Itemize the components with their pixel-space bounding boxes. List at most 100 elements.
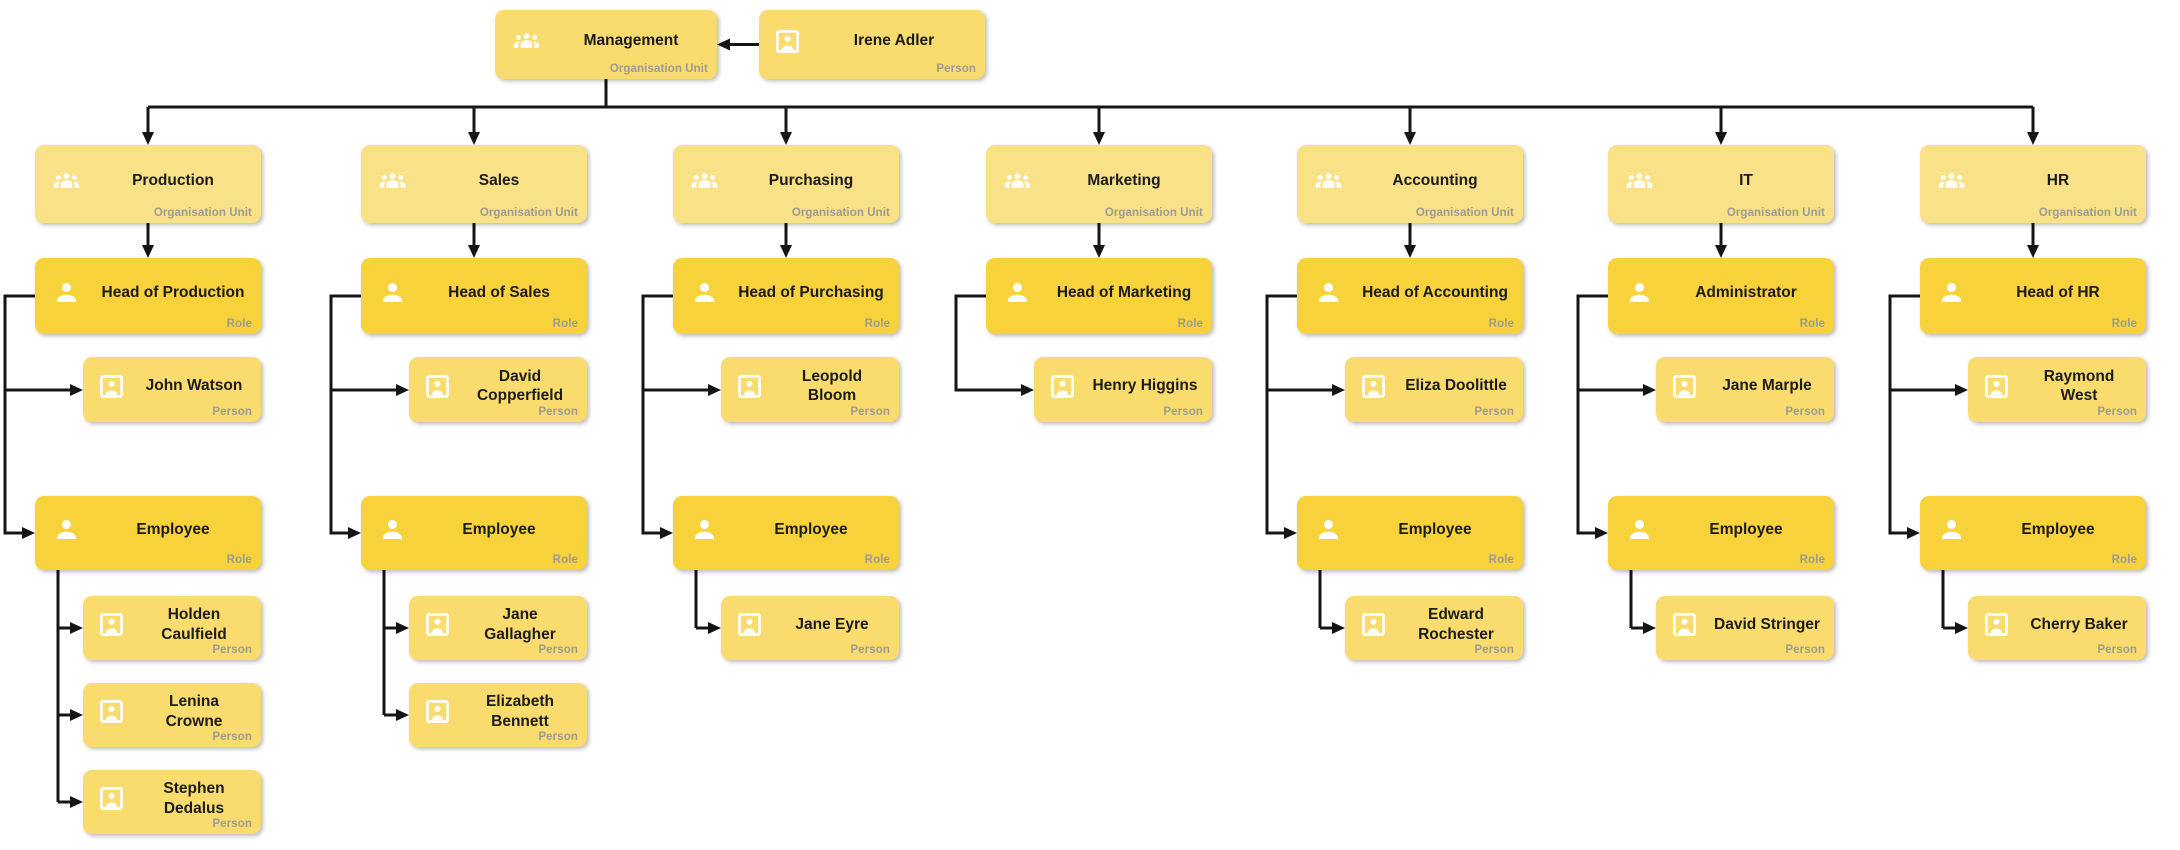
node-title: Employee — [1398, 520, 1472, 538]
node-title: Head of Accounting — [1362, 283, 1508, 301]
portrait-icon — [83, 611, 139, 638]
person-silhouette-icon — [1920, 514, 1982, 545]
group-icon — [1297, 167, 1359, 195]
node-title: Management — [583, 32, 679, 50]
node-title: Edward Rochester — [1418, 606, 1494, 643]
portrait-icon — [409, 373, 465, 400]
portrait-icon — [409, 698, 465, 725]
node-title: David Stringer — [1714, 615, 1820, 633]
portrait-icon — [1345, 611, 1401, 638]
node-title: Lenina Crowne — [165, 693, 223, 730]
node-title: Head of Marketing — [1056, 283, 1192, 301]
node-type-label: Role — [2111, 318, 2137, 330]
group-icon — [986, 167, 1048, 195]
node-head-of-hr[interactable]: Head of HR Role — [1920, 258, 2146, 334]
node-title: John Watson — [145, 377, 243, 395]
node-type-label: Person — [212, 644, 252, 656]
node-type-label: Person — [538, 644, 578, 656]
node-title: Administrator — [1695, 283, 1797, 301]
group-icon — [1920, 167, 1982, 195]
node-type-label: Role — [552, 318, 578, 330]
node-type-label: Organisation Unit — [1726, 207, 1825, 219]
node-title: Eliza Doolittle — [1405, 377, 1507, 395]
node-type-label: Person — [936, 63, 976, 75]
node-title: Head of HR — [2016, 283, 2100, 301]
node-type-label: Role — [1488, 554, 1514, 566]
node-title: Henry Higgins — [1092, 377, 1198, 395]
portrait-icon — [721, 373, 777, 400]
node-title: Sales — [478, 171, 520, 189]
node-title: Head of Purchasing — [738, 283, 884, 301]
node-type-label: Person — [850, 644, 890, 656]
node-title: Jane Eyre — [795, 615, 869, 633]
node-title: Holden Caulfield — [161, 606, 227, 643]
node-type-label: Person — [538, 731, 578, 743]
node-title: Employee — [462, 520, 536, 538]
person-silhouette-icon — [1608, 277, 1670, 308]
node-type-label: Role — [864, 554, 890, 566]
person-silhouette-icon — [1608, 514, 1670, 545]
node-type-label: Person — [1785, 644, 1825, 656]
node-type-label: Person — [2097, 644, 2137, 656]
person-silhouette-icon — [361, 514, 423, 545]
group-icon — [361, 167, 423, 195]
portrait-icon — [1656, 373, 1712, 400]
node-title: HR — [2046, 171, 2070, 189]
node-type-label: Organisation Unit — [609, 63, 708, 75]
node-title: David Copperfield — [476, 367, 564, 404]
node-type-label: Person — [212, 818, 252, 830]
group-icon — [35, 167, 97, 195]
node-type-label: Role — [1799, 554, 1825, 566]
node-title: Employee — [2021, 520, 2095, 538]
node-type-label: Person — [1474, 644, 1514, 656]
group-icon — [673, 167, 735, 195]
group-icon — [495, 27, 557, 55]
portrait-icon — [83, 373, 139, 400]
node-title: Elizabeth Bennett — [485, 693, 555, 730]
portrait-icon — [1968, 373, 2024, 400]
node-title: Jane Gallagher — [484, 606, 556, 643]
portrait-icon — [83, 785, 139, 812]
group-icon — [1608, 167, 1670, 195]
node-type-label: Organisation Unit — [479, 207, 578, 219]
person-silhouette-icon — [986, 277, 1048, 308]
